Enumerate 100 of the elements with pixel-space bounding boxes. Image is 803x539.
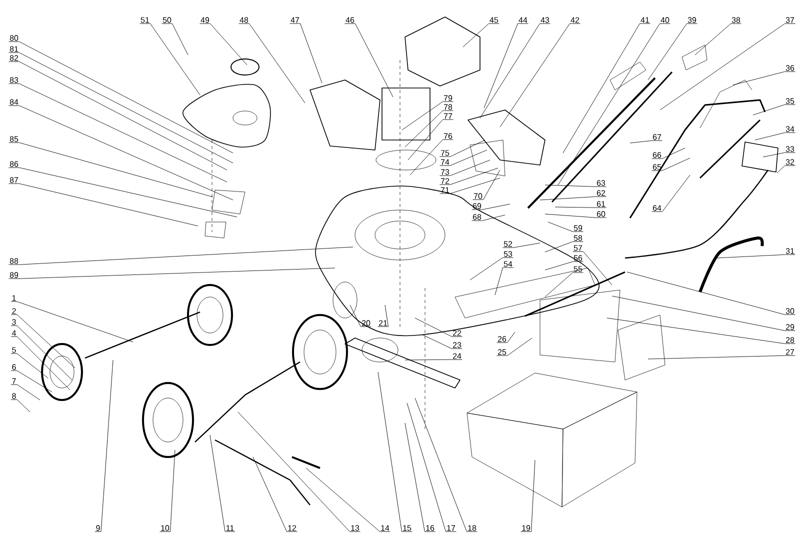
leader-line	[10, 384, 40, 400]
leader-line	[140, 23, 200, 96]
callout-number: 67	[652, 134, 662, 140]
leader-line	[648, 355, 796, 360]
callout-number: 14	[381, 525, 390, 531]
callout-number: 64	[652, 205, 662, 211]
callout-number: 20	[362, 320, 370, 326]
leader-line	[8, 167, 238, 218]
callout-number: 76	[444, 133, 452, 139]
callout-number: 18	[468, 525, 476, 531]
leader-line	[544, 272, 584, 298]
leader-line	[8, 183, 198, 226]
callout-number: 37	[786, 17, 794, 23]
callout-number: 66	[652, 152, 662, 158]
callout-number: 51	[140, 17, 150, 23]
callout-number: 21	[378, 320, 388, 326]
callout-number: 24	[452, 353, 462, 359]
callout-number: 35	[786, 98, 794, 104]
callout-number: 75	[440, 150, 450, 156]
leader-line	[606, 318, 796, 344]
callout-number: 12	[288, 525, 296, 531]
callout-number: 42	[570, 17, 580, 23]
leader-line	[10, 370, 52, 392]
callout-number: 40	[660, 17, 670, 23]
callout-number: 81	[10, 46, 18, 52]
leader-line	[290, 23, 322, 84]
leader-line	[776, 165, 796, 174]
callout-number: 70	[474, 193, 482, 199]
callout-number: 16	[426, 525, 434, 531]
callout-number: 3	[12, 319, 16, 325]
callout-number: 46	[346, 17, 354, 23]
leader-line	[496, 332, 516, 343]
callout-number: 73	[440, 169, 450, 175]
leader-line	[502, 242, 540, 248]
leader-line	[762, 152, 796, 158]
leader-line	[694, 23, 742, 56]
leader-line	[652, 158, 690, 171]
callout-number: 15	[403, 525, 412, 531]
leader-line	[238, 412, 360, 532]
leader-line	[540, 196, 606, 200]
callout-number: 30	[786, 308, 794, 314]
callout-number: 47	[290, 17, 300, 23]
leader-line	[572, 251, 612, 286]
callout-number: 7	[12, 378, 16, 384]
callout-number: 10	[161, 525, 170, 531]
leader-line	[94, 360, 114, 532]
leader-line	[306, 468, 390, 532]
leader-line	[548, 222, 584, 232]
callout-number: 61	[596, 201, 606, 207]
leader-line	[630, 140, 662, 144]
leader-line	[10, 301, 134, 342]
leader-line	[404, 422, 436, 532]
leader-line	[8, 52, 234, 164]
callout-number: 77	[444, 113, 452, 119]
leader-line	[8, 142, 214, 198]
callout-number: 32	[786, 159, 794, 165]
callout-number: 31	[786, 248, 794, 254]
leader-line	[402, 101, 454, 130]
callout-number: 22	[452, 330, 462, 336]
callout-number: 54	[504, 261, 512, 267]
callout-number: 85	[10, 136, 18, 142]
callout-number: 63	[596, 180, 606, 186]
leader-line	[440, 178, 500, 194]
leader-line	[404, 110, 454, 148]
callout-number: 39	[688, 17, 696, 23]
leader-line	[440, 140, 486, 157]
leader-line	[414, 318, 462, 337]
leader-line	[494, 267, 514, 296]
callout-number: 41	[640, 17, 650, 23]
callout-number: 57	[574, 245, 582, 251]
leader-line	[350, 304, 372, 327]
leader-line	[562, 23, 650, 154]
leader-line	[652, 174, 690, 212]
callout-number: 89	[10, 272, 18, 278]
leader-line	[472, 214, 506, 221]
leader-line	[210, 434, 236, 532]
leader-line	[484, 23, 528, 108]
leader-line	[8, 83, 228, 182]
leader-line	[480, 23, 550, 118]
leader-line	[8, 105, 234, 200]
callout-number: 38	[732, 17, 740, 23]
callout-number: 84	[10, 99, 18, 105]
leader-line	[470, 257, 514, 280]
leader-line	[716, 254, 796, 258]
callout-number: 23	[452, 342, 462, 348]
callout-number: 5	[12, 347, 16, 353]
callout-number: 82	[10, 55, 18, 61]
leader-line	[520, 460, 536, 532]
callout-number: 58	[574, 235, 582, 241]
callout-number: 36	[786, 65, 794, 71]
leader-line	[612, 296, 796, 331]
leader-line	[496, 338, 532, 356]
leader-line	[8, 246, 354, 265]
callout-number: 80	[10, 35, 18, 41]
callout-number: 43	[540, 17, 550, 23]
leader-line	[408, 119, 454, 160]
callout-number: 8	[12, 393, 16, 399]
leader-line	[754, 132, 796, 140]
callout-number: 79	[444, 95, 452, 101]
callout-number: 17	[447, 525, 456, 531]
